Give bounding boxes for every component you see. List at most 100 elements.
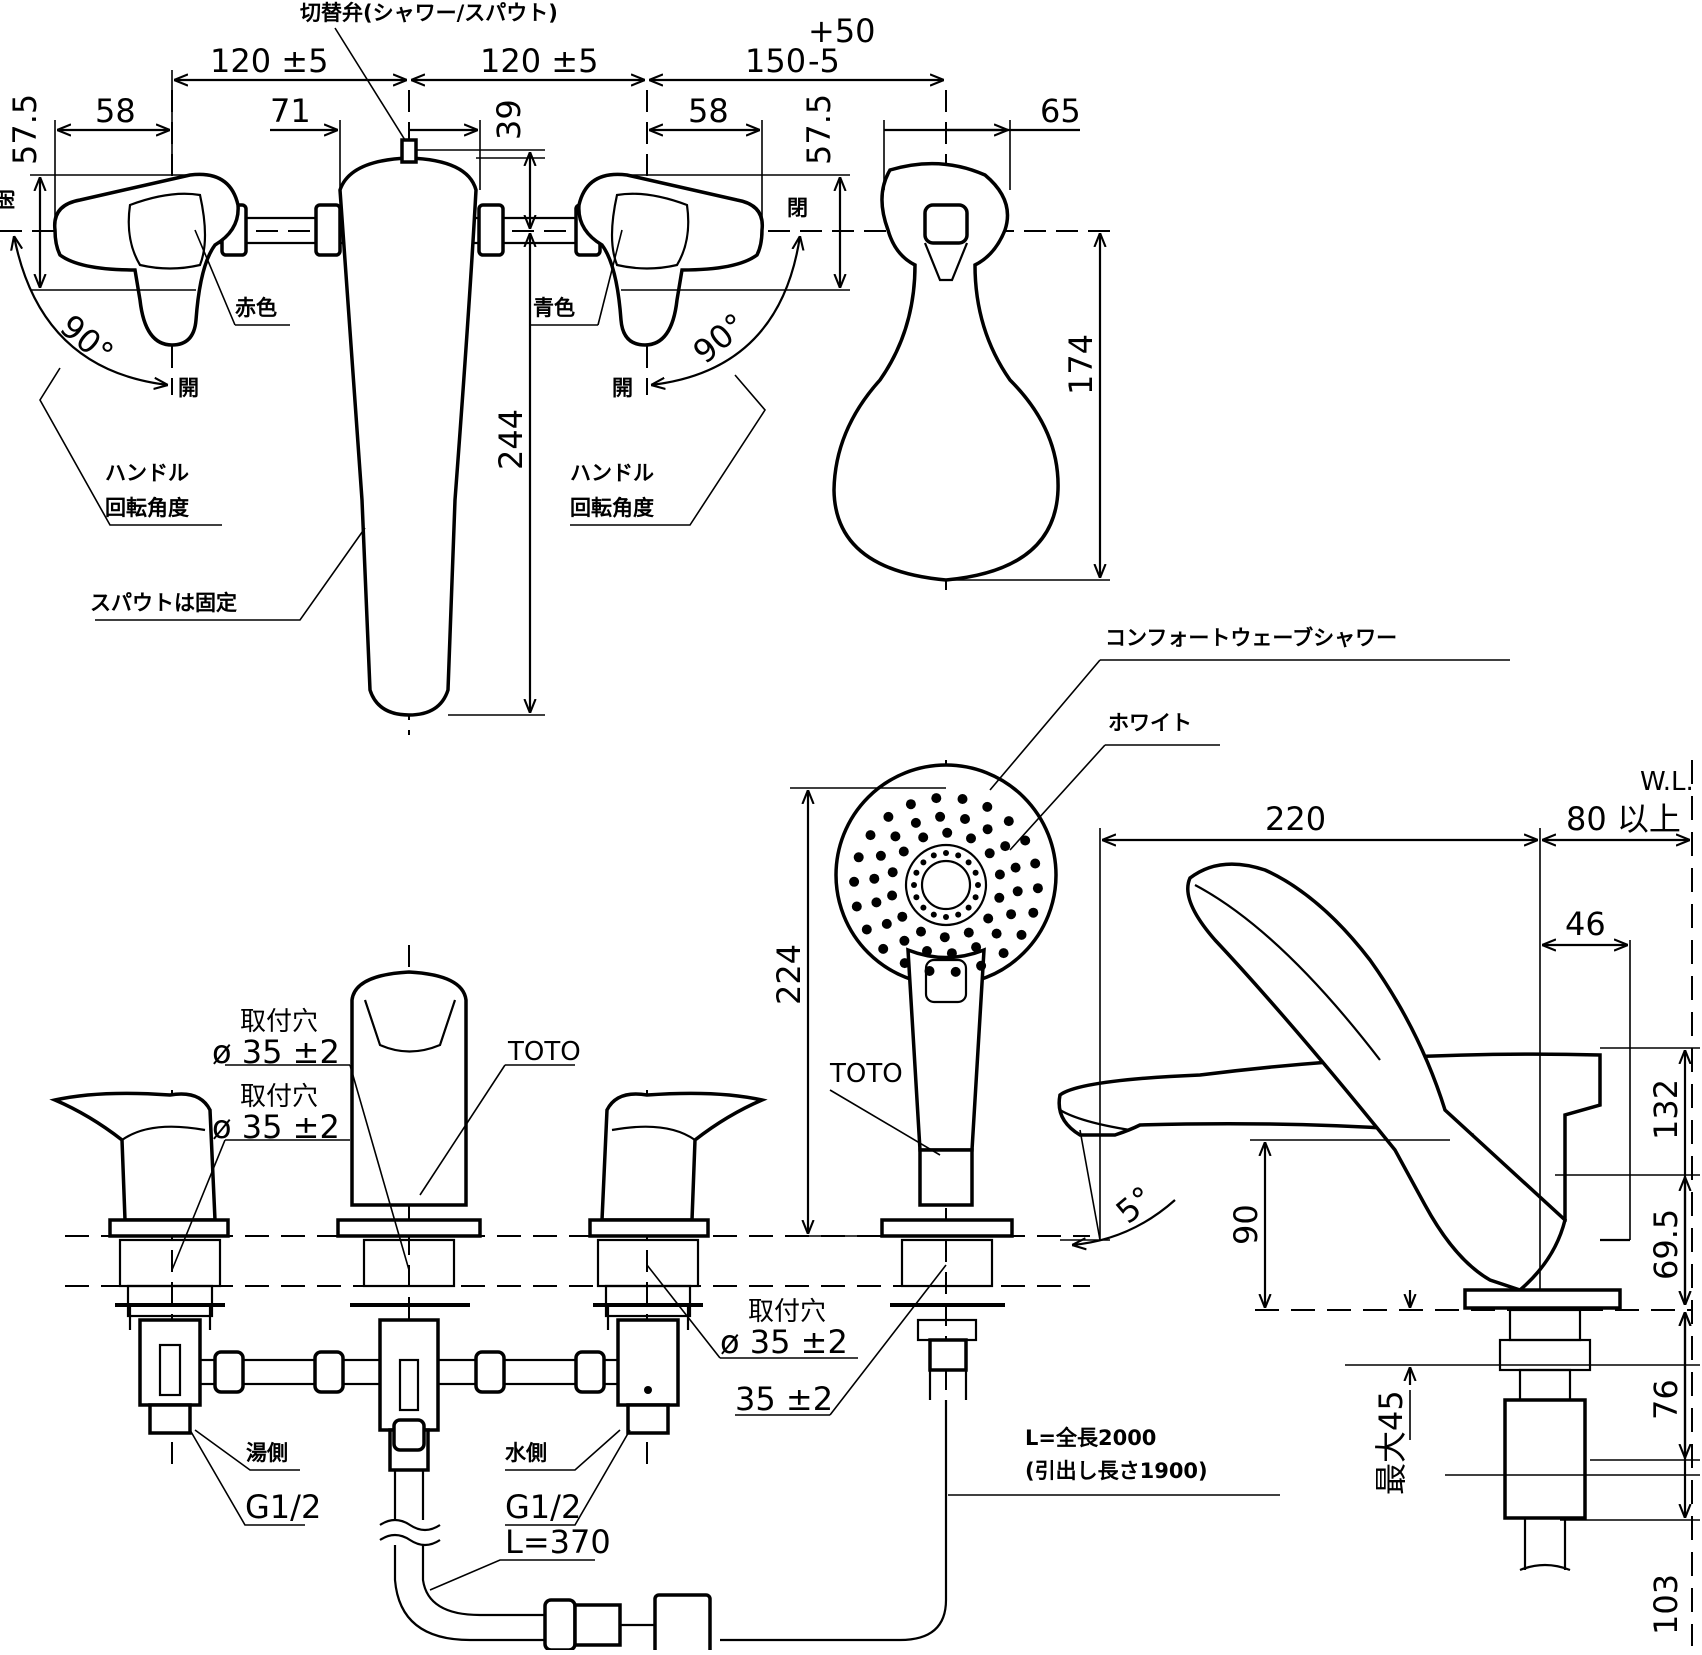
nozzle-dot	[963, 927, 974, 938]
nozzle-dot	[871, 897, 882, 908]
nozzle-dot-inner	[920, 904, 927, 911]
hole-right-label: 取付穴	[748, 1297, 826, 1327]
nozzle-dot	[916, 926, 926, 937]
white-label: ホワイト	[1108, 711, 1192, 735]
pipe-nut-1	[213, 1350, 245, 1394]
nozzle-dot	[899, 958, 910, 969]
spout-base	[336, 1218, 482, 1238]
nozzle-dot	[960, 814, 970, 824]
nozzle-dot	[887, 890, 898, 901]
nozzle-dot-inner	[972, 869, 979, 876]
left-lever-front	[49, 1091, 217, 1222]
nozzle-dot	[982, 801, 993, 812]
nozzle-dot	[971, 942, 982, 953]
side-valve-body	[1503, 1398, 1587, 1520]
close-label-left: 閉	[0, 189, 17, 210]
nozzle-dot	[898, 846, 909, 857]
nozzle-dot	[950, 966, 961, 977]
nozzle-dot-inner	[965, 904, 972, 911]
hole-left-1-dia: ø 35 ±2	[212, 1033, 340, 1071]
nozzle-dot	[991, 928, 1002, 939]
hose-connector	[653, 1593, 712, 1655]
open-label-left: 開	[178, 376, 199, 400]
nozzle-dot	[890, 831, 901, 842]
nozzle-dot-inner	[913, 869, 920, 876]
nozzle-dot	[946, 948, 957, 959]
dim-90-right: 90°	[686, 306, 754, 372]
right-inner-nut	[477, 203, 505, 257]
hole-left-1-label: 取付穴	[240, 1007, 318, 1037]
toto-label-spout: TOTO	[507, 1037, 581, 1067]
hot-side-label: 湯側	[246, 1441, 288, 1465]
pipe-nut-4	[574, 1350, 606, 1394]
nozzle-dot	[982, 824, 993, 835]
hole-left-2-label: 取付穴	[240, 1082, 318, 1112]
nozzle-dot	[983, 913, 994, 924]
side-base	[1463, 1288, 1622, 1310]
left-valve-body	[138, 1318, 202, 1407]
nozzle-dot	[905, 799, 916, 810]
nozzle-dot	[942, 827, 953, 838]
shower-nozzle-pattern	[849, 793, 1043, 977]
spout-valve-body	[378, 1318, 440, 1432]
hole-right-dia: ø 35 ±2	[720, 1323, 848, 1361]
shower-name-label: コンフォートウェーブシャワー	[1105, 626, 1397, 650]
pipe-nut-2	[313, 1350, 345, 1394]
shower-base	[880, 1218, 1014, 1238]
nozzle-dot	[910, 817, 921, 828]
dim-76: 76	[1647, 1379, 1685, 1420]
spout-top	[338, 156, 478, 717]
nozzle-dot-inner	[943, 850, 949, 856]
nozzle-dot	[1010, 862, 1021, 873]
dim-150-tol-minus: -5	[808, 42, 840, 80]
nozzle-dot	[875, 850, 886, 861]
handle-rotation-right-1: ハンドル	[570, 461, 654, 485]
dim-65: 65	[1040, 92, 1081, 130]
nozzle-dot	[994, 892, 1005, 903]
left-base	[108, 1218, 230, 1238]
switch-valve-knob	[400, 138, 418, 164]
dim-58-left: 58	[95, 92, 136, 130]
nozzle-dot	[918, 832, 929, 843]
dim-5deg: 5°	[1109, 1179, 1161, 1231]
nozzle-dot	[957, 794, 968, 804]
nozzle-dot	[984, 848, 995, 859]
nozzle-dot	[883, 811, 894, 822]
nozzle-dot	[924, 966, 935, 976]
nozzle-dot	[899, 935, 910, 946]
spout-front	[350, 970, 468, 1207]
dim-90: 90	[1227, 1204, 1265, 1245]
nozzle-dot	[1028, 907, 1039, 918]
dim-220: 220	[1265, 800, 1326, 838]
dim-71: 71	[270, 92, 311, 130]
right-inlet	[626, 1403, 670, 1435]
nozzle-dot-inner	[920, 859, 927, 866]
nozzle-dot-inner	[943, 914, 949, 920]
shower-side	[1186, 862, 1567, 1292]
nozzle-dot	[897, 911, 908, 922]
dim-224: 224	[770, 944, 808, 1005]
dim-103: 103	[1647, 1574, 1685, 1635]
hose-length-label-2: (引出し長さ1900)	[1025, 1459, 1208, 1483]
dim-58-right: 58	[688, 92, 729, 130]
nozzle-dot	[1030, 858, 1041, 869]
nozzle-dot	[869, 873, 880, 884]
nozzle-dot-inner	[975, 882, 981, 888]
nozzle-dot	[1032, 883, 1043, 894]
nozzle-dot	[994, 869, 1005, 880]
nozzle-dot	[1020, 835, 1031, 846]
nozzle-dot	[887, 867, 898, 878]
open-label-right: 開	[612, 376, 633, 400]
nozzle-dot	[878, 943, 889, 954]
front-view: 取付穴 ø 35 ±2 取付穴 ø 35 ±2 取付穴 ø 35 ±2 35 ±…	[49, 626, 1510, 1655]
toto-label-shower: TOTO	[829, 1059, 903, 1089]
l-370-label: L=370	[505, 1523, 611, 1561]
g-right-label: G1/2	[505, 1488, 581, 1526]
dim-150: 150	[745, 42, 806, 80]
hose-length-label-1: L=全長2000	[1025, 1426, 1156, 1450]
red-label: 赤色	[235, 296, 277, 320]
nozzle-dot	[939, 932, 950, 943]
shower-head-top	[832, 161, 1060, 582]
nozzle-dot	[1000, 841, 1011, 852]
handle-rotation-right-2: 回転角度	[570, 496, 654, 520]
